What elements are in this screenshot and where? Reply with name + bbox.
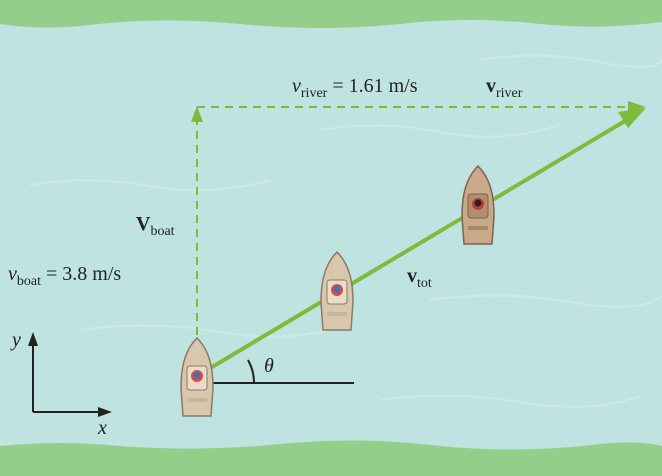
y-axis-label: y [10,329,21,351]
water-ripples [29,54,662,408]
x-axis-label: x [97,417,107,439]
v-tot-vector-label: vtot [407,265,432,291]
boat-start [180,336,214,417]
v-tot-arrowhead [618,108,646,128]
top-riverbank [0,0,662,28]
boat-middle [320,250,354,331]
v-river-equation: vriver = 1.61 m/s [292,75,418,101]
V-boat-vector-label: Vboat [136,213,175,239]
v-boat-arrowhead [191,106,203,122]
angle-theta-label: θ [264,355,274,377]
v-river-vector-label: vriver [486,75,523,101]
coordinate-axes [28,332,112,417]
angle-arc [247,359,256,384]
boat-end [461,164,495,245]
bottom-riverbank [0,440,662,476]
v-tot-line [205,116,632,372]
v-boat-equation: vboat = 3.8 m/s [8,263,121,289]
